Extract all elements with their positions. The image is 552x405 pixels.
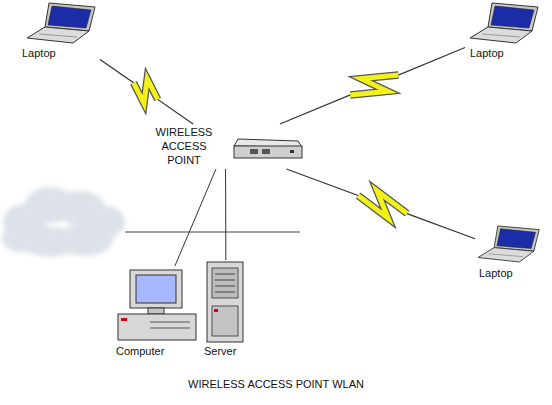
node-label: Laptop	[470, 46, 530, 60]
network-bus	[125, 232, 300, 233]
laptop-icon	[470, 3, 538, 43]
laptop-node: Laptop	[18, 2, 100, 60]
node-label: Laptop	[22, 46, 82, 60]
bolt-fill	[358, 191, 407, 219]
figure-caption: WIRELESS ACCESS POINT WLAN	[0, 377, 552, 391]
wireless-link	[286, 169, 475, 239]
link-line	[280, 48, 465, 124]
cloud	[2, 187, 125, 257]
computer-node: Computer	[112, 266, 198, 360]
laptop-node: Laptop	[475, 224, 547, 280]
bolt-outline	[358, 191, 407, 219]
node-label: Laptop	[479, 266, 539, 280]
wireless-link	[100, 59, 193, 124]
laptop-icon	[478, 226, 539, 262]
link-line	[100, 59, 193, 124]
access-point-device	[234, 139, 302, 158]
node-label: WIRELESS ACCESS POINT	[148, 125, 220, 167]
bolt-fill	[350, 75, 398, 95]
link-line	[286, 169, 475, 239]
network-cable	[175, 169, 216, 266]
server-node: Server	[202, 260, 250, 360]
bolt-outline	[350, 75, 398, 95]
node-label: Server	[204, 344, 250, 358]
cable-line	[175, 169, 216, 266]
server-icon	[207, 262, 243, 342]
access-point-node: WIRELESS ACCESS POINT	[148, 124, 303, 169]
cable-line	[225, 169, 226, 260]
laptop-icon	[27, 3, 95, 43]
node-label: Computer	[116, 344, 196, 358]
bolt-outline	[134, 79, 158, 104]
laptop-node: Laptop	[465, 2, 545, 60]
computer-icon	[118, 270, 196, 340]
bolt-fill	[134, 79, 158, 104]
network-cable	[225, 169, 226, 260]
wireless-link	[280, 48, 465, 124]
